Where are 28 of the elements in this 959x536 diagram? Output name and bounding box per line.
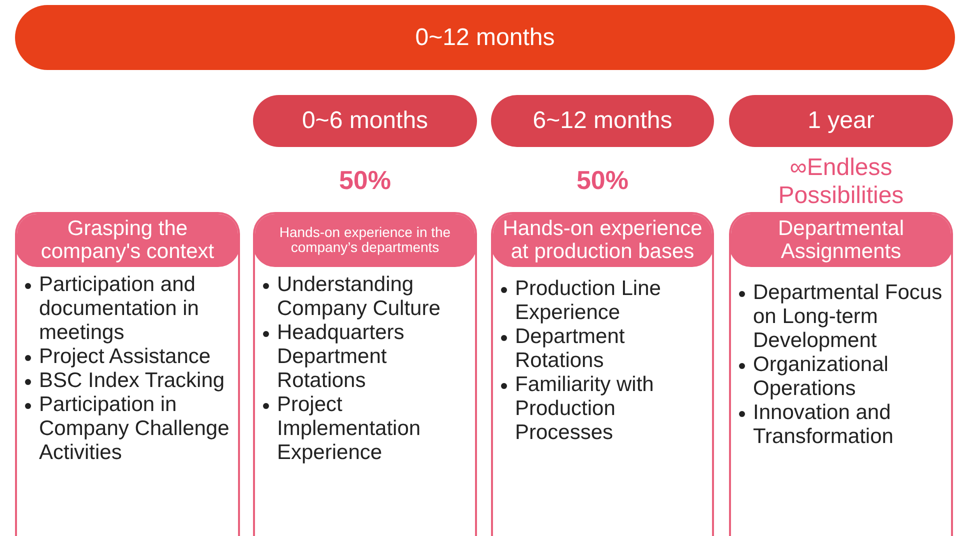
stage-card bbox=[491, 212, 714, 536]
stage-card bbox=[253, 212, 477, 536]
list-item: Organizational Operations bbox=[753, 353, 890, 401]
period-note: ∞Endless Possibilities bbox=[777, 154, 905, 210]
list-item: BSC Index Tracking bbox=[39, 369, 225, 393]
list-item: Headquarters Department Rotations bbox=[277, 321, 406, 393]
list-item: Innovation and Transformation bbox=[753, 401, 894, 449]
list-item: Participation in Company Challenge Activities bbox=[39, 393, 230, 465]
list-item: Department Rotations bbox=[515, 325, 626, 373]
list-item: Participation and documentation in meetings bbox=[39, 273, 200, 345]
card-heading: Grasping the company's context bbox=[17, 214, 238, 267]
stage-card bbox=[729, 212, 953, 536]
percentage-label: 50% bbox=[338, 166, 392, 194]
list-item: Familiarity with Production Processes bbox=[515, 373, 655, 445]
timeline-banner: 0~12 months bbox=[15, 5, 955, 70]
period-pill: 1 year bbox=[729, 95, 953, 147]
period-pill: 6~12 months bbox=[491, 95, 714, 147]
card-heading: Hands-on experience at production bases bbox=[493, 214, 712, 267]
list-item: Departmental Focus on Long-term Development bbox=[753, 281, 944, 353]
card-heading: Departmental Assignments bbox=[731, 214, 951, 267]
list-item: Production Line Experience bbox=[515, 277, 662, 325]
period-pill: 0~6 months bbox=[253, 95, 477, 147]
card-heading: Hands-on experience in the company’s departments bbox=[255, 214, 475, 267]
list-item: Project Assistance bbox=[39, 345, 211, 369]
stage-card bbox=[15, 212, 240, 536]
percentage-label: 50% bbox=[575, 166, 630, 194]
list-item: Understanding Company Culture bbox=[277, 273, 442, 321]
list-item: Project Implementation Experience bbox=[277, 393, 422, 465]
